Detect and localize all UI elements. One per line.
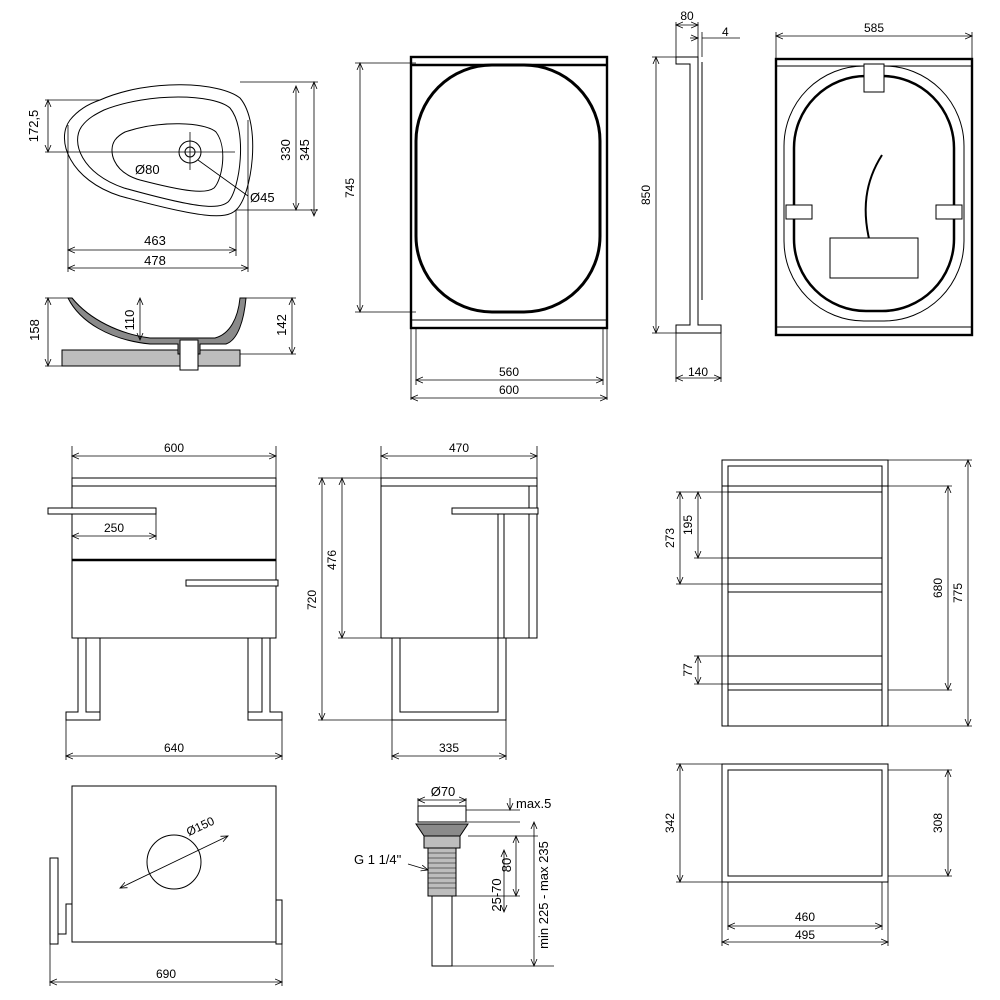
mirror-back-view: 585: [774, 21, 974, 337]
cabinet-front-view: 600 250 640: [47, 441, 283, 760]
dim-mirror-back-585: 585: [864, 21, 884, 35]
dim-cabinet-top-690: 690: [156, 967, 176, 981]
dim-frame-195: 195: [681, 515, 695, 535]
dim-mirror-side-850: 850: [639, 185, 653, 205]
basin-outer-outline: [64, 84, 254, 217]
drain-thread-lines: [428, 852, 456, 889]
dim-frame-273: 273: [663, 528, 677, 548]
cabinet-side-top-slab: [380, 477, 538, 487]
dim-mirror-side-80: 80: [680, 9, 694, 23]
frame-top-view: 342 308 460 495: [663, 764, 952, 946]
dim-cabinet-640: 640: [164, 741, 184, 755]
drain-threaded-body: [427, 847, 457, 897]
dim-mirror-745: 745: [343, 178, 357, 198]
dim-cabinet-side-476: 476: [325, 550, 339, 570]
basin-top-view: Ø80 Ø45 172,5 330 345 463 478: [26, 82, 318, 272]
drain-nut: [423, 835, 461, 849]
dim-cabinet-side-470: 470: [449, 441, 469, 455]
mirror-frame: [409, 55, 609, 330]
cabinet-top-plate: [71, 785, 277, 943]
basin-bowl-outline: [111, 123, 224, 192]
leg-left: [65, 638, 101, 721]
side-clip-left: [785, 204, 813, 220]
drain-pipe-side: [179, 339, 199, 371]
frame-top-inner: [727, 769, 883, 877]
basin-side-body: [67, 297, 247, 355]
cabinet-top-view: Ø150 690: [49, 785, 283, 986]
dim-cabinet-250: 250: [104, 521, 124, 535]
towel-rail-top: [47, 507, 157, 515]
frame-inner: [727, 465, 883, 727]
dim-basin-drain-80: Ø80: [135, 162, 160, 177]
dim-mirror-600: 600: [499, 383, 519, 397]
dim-cabinet-side-720: 720: [305, 590, 319, 610]
dim-frame-77: 77: [681, 663, 695, 677]
basin-rim-outline: [77, 96, 241, 207]
leg-top-left: [49, 857, 59, 945]
dim-frame-top-342: 342: [663, 813, 677, 833]
dim-basin-110: 110: [122, 310, 137, 331]
dim-basin-172-5: 172,5: [26, 110, 41, 143]
driver-box: [829, 237, 919, 279]
drain-detail: Ø70 max.5 80 25-70 min 225 - max 235 G 1…: [354, 784, 554, 966]
dim-basin-drain-45: Ø45: [250, 190, 275, 205]
mirror-back-frame: [774, 57, 974, 337]
leg-top-left-foot: [58, 903, 72, 935]
dim-drain-max5: max.5: [516, 796, 551, 811]
frame-top-outer: [721, 763, 889, 883]
dim-drain-80: 80: [499, 858, 514, 872]
leg-right: [247, 638, 283, 721]
basin-side-view: 158 110 142: [27, 297, 296, 371]
mirror-oval: [414, 63, 602, 314]
power-cable: [864, 154, 883, 251]
leg-side-frame: [391, 638, 507, 721]
hanger-bracket: [863, 63, 885, 93]
dim-frame-top-495: 495: [795, 928, 815, 942]
dim-cabinet-600: 600: [164, 441, 184, 455]
drain-cap: [417, 805, 467, 823]
dim-frame-775: 775: [951, 583, 965, 603]
cabinet-side-door-edge: [528, 485, 538, 639]
dim-basin-463: 463: [144, 233, 166, 248]
towel-rail-drawer: [185, 579, 279, 587]
dim-mirror-side-140: 140: [688, 365, 708, 379]
dim-frame-top-460: 460: [795, 910, 815, 924]
dim-mirror-560: 560: [499, 365, 519, 379]
dim-frame-680: 680: [931, 578, 945, 598]
dim-frame-top-308: 308: [931, 813, 945, 833]
dim-drain-25-70: 25-70: [489, 878, 504, 911]
dim-cabinet-top-150: Ø150: [184, 814, 217, 839]
dim-basin-478: 478: [144, 253, 166, 268]
dim-basin-142: 142: [274, 314, 289, 336]
frame-shelf-1: [727, 491, 883, 559]
frame-shelf-2: [727, 557, 883, 585]
frame-outer: [721, 459, 889, 727]
cabinet-top-slab: [71, 477, 277, 487]
dim-cabinet-side-335: 335: [439, 741, 459, 755]
dim-drain-70: Ø70: [431, 784, 456, 799]
dim-basin-345: 345: [297, 139, 312, 161]
dim-mirror-side-4: 4: [722, 25, 729, 39]
towel-rail-side: [451, 507, 539, 515]
countertop-slab: [61, 349, 241, 367]
dim-basin-330: 330: [278, 139, 293, 161]
side-clip-right: [935, 204, 963, 220]
frame-front-view: 273 195 77 680 775: [663, 460, 972, 726]
drain-flange: [415, 823, 469, 837]
mirror-side-view: 80 4 850 140: [639, 9, 740, 382]
leg-top-right: [275, 899, 283, 945]
dim-basin-158: 158: [27, 319, 42, 341]
mirror-front-view: 745 560 600: [343, 55, 609, 400]
led-ring-outer: [783, 65, 965, 322]
label-drain-thread: G 1 1/4": [354, 852, 402, 867]
cabinet-body: [71, 485, 277, 639]
drain-tail-pipe: [431, 895, 453, 967]
frame-shelf-4: [727, 655, 883, 685]
frame-shelf-3: [727, 591, 883, 657]
dim-drain-range: min 225 - max 235: [536, 841, 551, 949]
cabinet-side-view: 470 476 720 335: [305, 441, 539, 760]
